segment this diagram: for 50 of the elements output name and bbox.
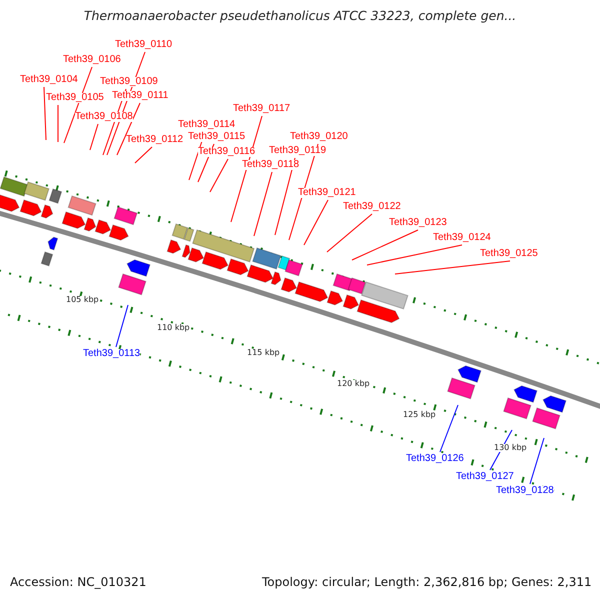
gene-label: Teth39_0109	[100, 77, 158, 87]
gene-label: Teth39_0112	[126, 135, 184, 145]
gene-label: Teth39_0108	[75, 112, 133, 122]
gene-label: Teth39_0118	[242, 160, 300, 170]
gene-label: Teth39_0126	[406, 454, 464, 464]
leader-line	[352, 230, 418, 260]
scale-label: 130 kbp	[494, 444, 527, 452]
leader-line	[440, 404, 458, 452]
genome-summary-text: Topology: circular; Length: 2,362,816 bp; Genes: 2,311	[262, 576, 592, 588]
gene-label: Teth39_0106	[63, 55, 121, 65]
gene-label: Teth39_0110	[115, 40, 172, 50]
scale-label: 120 kbp	[337, 380, 370, 388]
gene-label: Teth39_0105	[46, 93, 104, 103]
leader-line	[394, 260, 510, 274]
leader-line	[44, 86, 46, 140]
gene-label: Teth39_0104	[20, 75, 78, 85]
gene-label: Teth39_0114	[178, 120, 236, 130]
scale-label: 105 kbp	[66, 296, 99, 304]
leader-line	[116, 102, 140, 156]
gene-label: Teth39_0117	[233, 104, 290, 114]
leader-line	[274, 158, 296, 236]
gene-label: Teth39_0116	[198, 147, 256, 157]
gene-label: Teth39_0111	[112, 91, 168, 101]
leader-line	[304, 200, 328, 246]
gene-label: Teth39_0121	[298, 188, 356, 198]
leader-line	[64, 66, 92, 144]
gene-label: Teth39_0123	[389, 218, 447, 228]
leader-line	[326, 214, 372, 252]
scale-label: 110 kbp	[157, 324, 190, 332]
leader-line	[116, 304, 128, 348]
gene-label: Teth39_0128	[496, 486, 554, 496]
gene-label: Teth39_0119	[269, 146, 326, 156]
leader-line	[134, 146, 152, 164]
gene-label: Teth39_0115	[188, 132, 246, 142]
gene-label: Teth39_0122	[343, 202, 401, 212]
leader-line	[366, 244, 462, 266]
leader-line	[254, 172, 272, 236]
gene-label: Teth39_0127	[456, 472, 514, 482]
gene-label: Teth39_0113	[83, 349, 140, 359]
title: Thermoanaerobacter pseudethanolicus ATCC 33223, complete gen...	[82, 10, 518, 22]
accession-text: Accession: NC_010321	[10, 576, 146, 588]
leader-line	[530, 438, 544, 484]
leader-line	[490, 430, 512, 470]
gene-label: Teth39_0120	[290, 132, 348, 142]
gene-label: Teth39_0125	[480, 249, 538, 259]
gene-label: Teth39_0124	[433, 233, 491, 243]
scale-label: 125 kbp	[403, 411, 436, 419]
leader-line	[210, 158, 228, 192]
scale-label: 115 kbp	[247, 349, 280, 357]
leader-line	[90, 124, 98, 150]
